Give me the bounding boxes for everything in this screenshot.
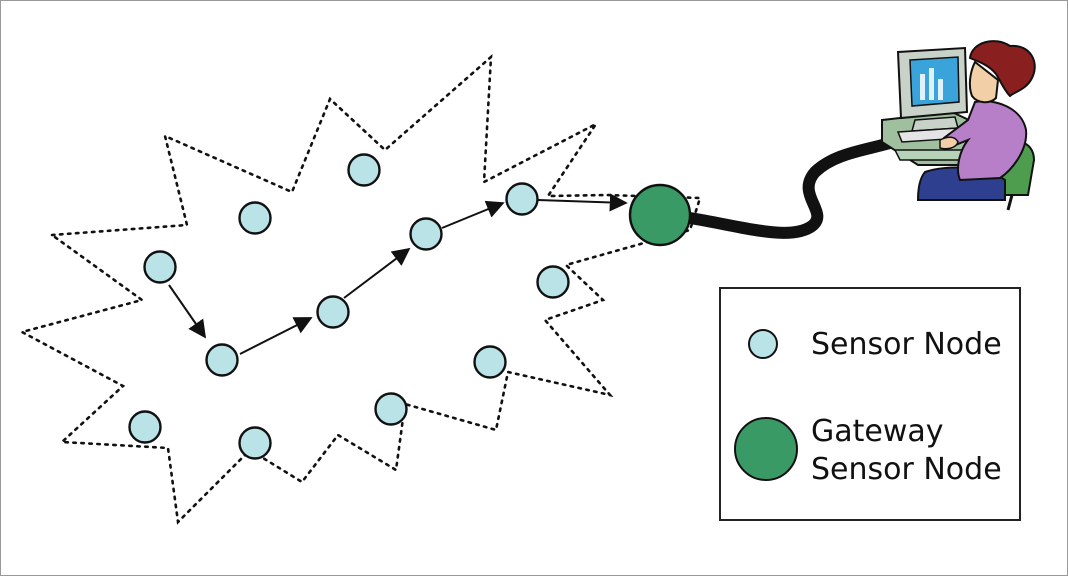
sensor-node	[374, 392, 408, 426]
hop-arrow	[168, 284, 207, 339]
legend-gateway-label-line2: Sensor Node	[811, 452, 1002, 487]
network-coverage-boundary	[18, 53, 702, 525]
monitor-screen	[909, 56, 960, 107]
legend-gateway-swatch	[734, 417, 798, 481]
sensor-nodes	[128, 153, 570, 460]
gateway-sensor-node	[628, 183, 692, 247]
sensor-node	[473, 345, 507, 379]
person-at-computer-icon	[881, 40, 1036, 211]
sensor-node	[409, 217, 443, 251]
sensor-node	[143, 250, 177, 284]
sensor-node	[347, 153, 381, 187]
sensor-node	[238, 426, 272, 460]
sensor-node	[536, 265, 570, 299]
sensor-node	[316, 295, 350, 329]
sensor-node	[205, 343, 239, 377]
legend-sensor-swatch	[748, 329, 778, 359]
sensor-node	[238, 201, 272, 235]
face	[968, 60, 1000, 104]
uplink-cable	[684, 132, 911, 239]
hop-arrow	[343, 247, 411, 299]
sensor-node	[505, 182, 539, 216]
hop-arrow	[537, 193, 628, 212]
multi-hop-route	[168, 193, 628, 355]
legend-gateway-label-line1: Gateway	[811, 414, 944, 449]
hair	[968, 40, 1036, 98]
legend-sensor-label: Sensor Node	[811, 327, 1002, 362]
hop-arrow	[441, 200, 505, 229]
hop-arrow	[239, 317, 313, 355]
legend: Sensor Node Gateway Sensor Node	[719, 287, 1021, 521]
shirt	[942, 100, 1028, 182]
sensor-node	[128, 410, 162, 444]
